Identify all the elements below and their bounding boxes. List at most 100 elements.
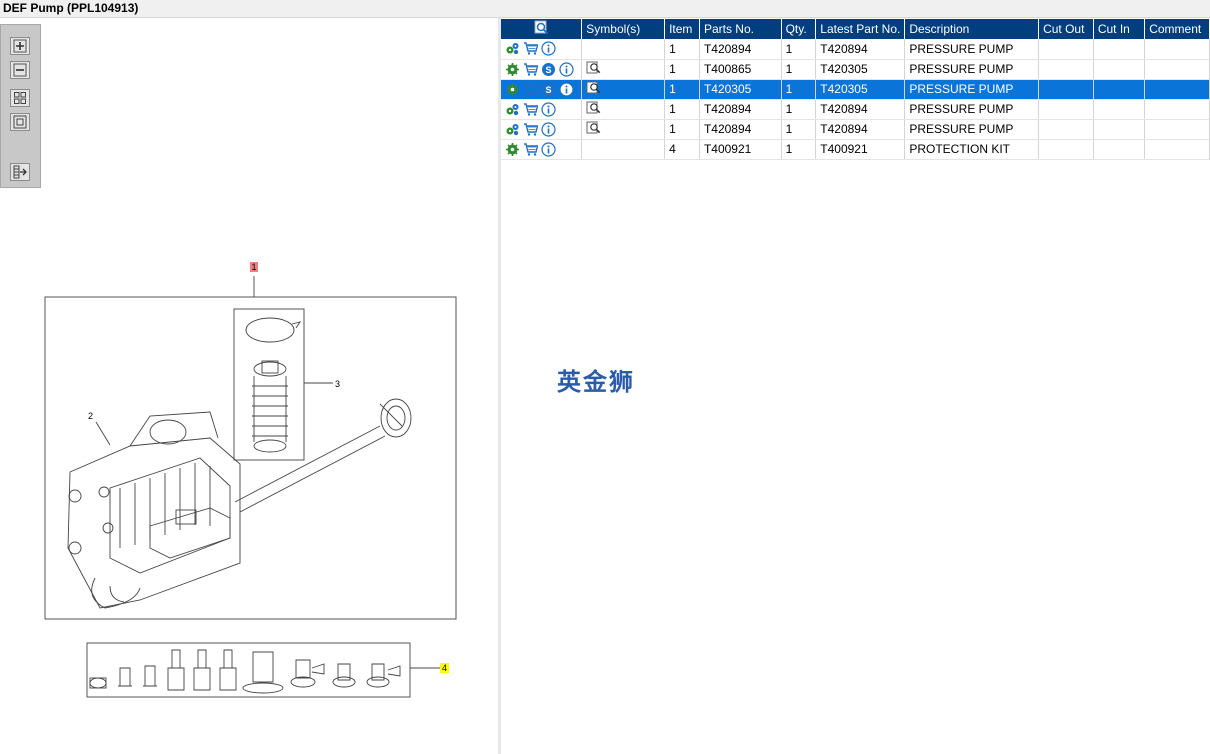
row-actions — [501, 99, 583, 120]
info-icon[interactable] — [541, 41, 556, 56]
cell-latest-part-no: T420305 — [815, 79, 906, 100]
cell-qty: 1 — [781, 79, 817, 100]
cell-latest-part-no: T420894 — [815, 39, 906, 60]
cell-item: 1 — [664, 79, 700, 100]
cell-comment — [1144, 119, 1210, 140]
cell-qty: 1 — [781, 39, 817, 60]
magnifier-doc-icon[interactable] — [586, 80, 601, 95]
cell-parts-no: T420894 — [699, 119, 782, 140]
export-button[interactable] — [10, 163, 30, 181]
cell-parts-no: T420894 — [699, 99, 782, 120]
parts-drawing — [44, 276, 457, 698]
cell-latest-part-no: T420305 — [815, 59, 906, 80]
cart-icon[interactable] — [523, 142, 538, 157]
gear-icon[interactable] — [505, 82, 520, 97]
cell-item: 1 — [664, 39, 700, 60]
zoom-out-icon — [13, 63, 27, 77]
column-header-description[interactable]: Description — [904, 19, 1040, 39]
column-header-cut-out[interactable]: Cut Out — [1038, 19, 1094, 39]
row-actions: S — [501, 79, 583, 100]
zoom-in-button[interactable] — [10, 37, 30, 55]
pane-splitter[interactable] — [498, 18, 501, 754]
cell-item: 1 — [664, 59, 700, 80]
cell-description: PRESSURE PUMP — [904, 59, 1040, 80]
column-header-comment[interactable]: Comment — [1144, 19, 1210, 39]
magnifier-doc-icon[interactable] — [586, 120, 601, 135]
parts-list-pane: Symbol(s) Item Parts No. Qty. Latest Par… — [501, 18, 1210, 754]
zoom-out-button[interactable] — [10, 61, 30, 79]
row-actions: S — [501, 59, 583, 80]
cell-comment — [1144, 79, 1210, 100]
cell-cut-out — [1038, 119, 1094, 140]
cell-symbols — [581, 119, 666, 140]
gear-icon[interactable] — [505, 62, 520, 77]
callout-2[interactable]: 2 — [88, 411, 94, 421]
info-icon[interactable] — [541, 101, 556, 117]
cart-icon[interactable] — [523, 122, 538, 137]
column-header-cut-in[interactable]: Cut In — [1093, 19, 1146, 39]
cell-description: PRESSURE PUMP — [904, 99, 1040, 120]
magnifier-doc-icon[interactable] — [586, 60, 601, 75]
actual-size-button[interactable] — [10, 113, 30, 131]
cell-item: 4 — [664, 139, 700, 160]
info-icon[interactable] — [559, 81, 574, 97]
cart-icon[interactable] — [523, 102, 538, 117]
export-icon — [13, 165, 27, 179]
column-header-parts-no[interactable]: Parts No. — [699, 19, 782, 39]
search-parts-icon — [534, 20, 548, 35]
cell-parts-no: T400865 — [699, 59, 782, 80]
column-header-item[interactable]: Item — [664, 19, 700, 39]
row-actions — [501, 119, 583, 140]
gears-icon[interactable] — [505, 122, 520, 137]
cell-cut-in — [1093, 39, 1146, 60]
callout-3[interactable]: 3 — [335, 379, 341, 389]
cart-icon[interactable] — [523, 82, 538, 97]
cell-symbols — [581, 139, 666, 160]
callout-1[interactable]: 1 — [250, 262, 258, 272]
viewer-toolbar — [0, 24, 41, 188]
cart-icon[interactable] — [523, 41, 538, 56]
column-header-latest-part-no[interactable]: Latest Part No. — [815, 19, 906, 39]
cell-symbols — [581, 39, 666, 60]
cell-parts-no: T420894 — [699, 39, 782, 60]
gear-icon[interactable] — [505, 142, 520, 157]
gears-icon[interactable] — [505, 41, 520, 56]
column-header-actions[interactable] — [501, 19, 583, 39]
cell-qty: 1 — [781, 119, 817, 140]
supersession-icon[interactable]: S — [541, 62, 556, 77]
assembly-frame — [44, 296, 457, 620]
cell-latest-part-no: T420894 — [815, 119, 906, 140]
info-icon[interactable] — [541, 141, 556, 157]
cell-cut-in — [1093, 119, 1146, 140]
cell-cut-in — [1093, 79, 1146, 100]
column-header-symbols[interactable]: Symbol(s) — [581, 19, 666, 39]
column-header-qty[interactable]: Qty. — [781, 19, 817, 39]
svg-text:S: S — [545, 65, 551, 75]
callout-4[interactable]: 4 — [440, 663, 449, 673]
supersession-icon[interactable]: S — [541, 82, 556, 97]
gears-icon[interactable] — [505, 102, 520, 117]
cell-latest-part-no: T400921 — [815, 139, 906, 160]
illustration-viewer[interactable]: 1 2 3 4 — [0, 18, 498, 754]
cell-cut-out — [1038, 39, 1094, 60]
cell-description: PROTECTION KIT — [904, 139, 1040, 160]
cell-item: 1 — [664, 119, 700, 140]
watermark: 英金狮 — [557, 368, 635, 396]
magnifier-doc-icon[interactable] — [586, 100, 601, 115]
cell-comment — [1144, 59, 1210, 80]
fit-button[interactable] — [10, 89, 30, 107]
cell-symbols — [581, 59, 666, 80]
info-icon[interactable] — [541, 121, 556, 137]
info-icon[interactable] — [559, 61, 574, 77]
cell-qty: 1 — [781, 99, 817, 120]
cell-qty: 1 — [781, 59, 817, 80]
cell-parts-no: T420305 — [699, 79, 782, 100]
fit-icon — [14, 92, 26, 104]
cart-icon[interactable] — [523, 62, 538, 77]
